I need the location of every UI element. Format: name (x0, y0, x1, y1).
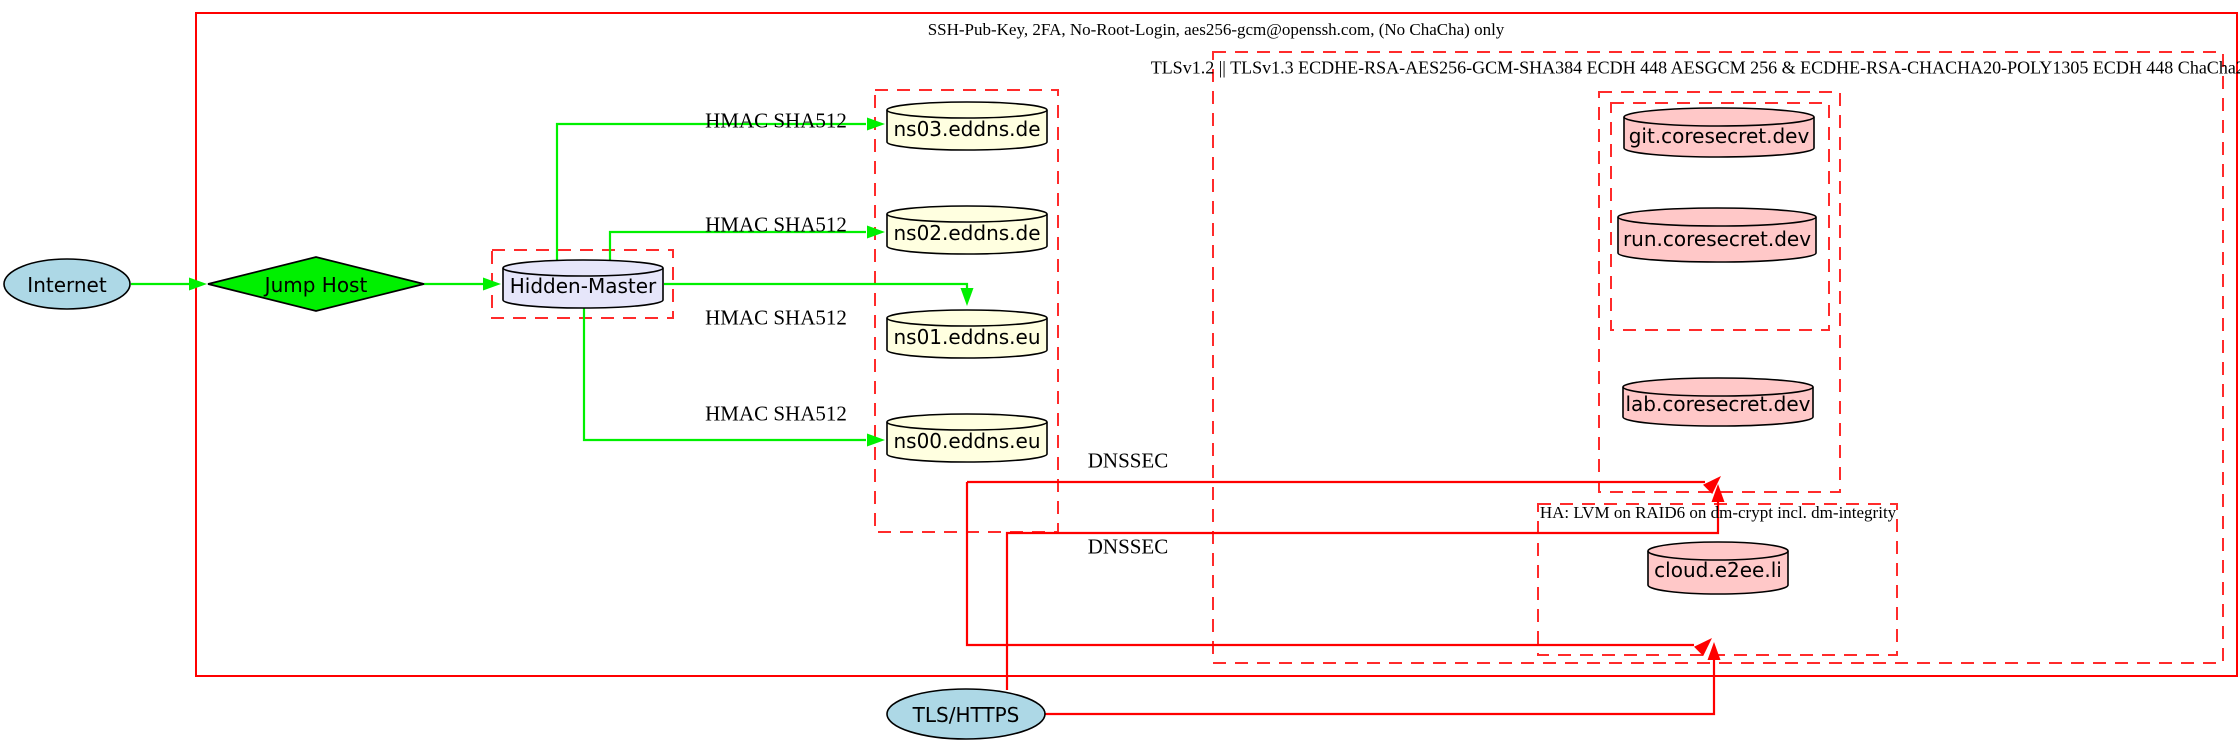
arrowhead-into-ns01 (960, 288, 974, 306)
run-label: run.coresecret.dev (1622, 227, 1812, 251)
ns03-cylinder (886, 101, 1048, 151)
edge-hiddenmaster-ns03 (555, 122, 866, 261)
ns03-cylinder-body (886, 101, 1048, 151)
run-cylinder (1617, 207, 1817, 263)
hidden-master-cylinder (502, 259, 664, 309)
ns01-label: ns01.eddns.eu (893, 325, 1041, 349)
run-cylinder-body (1617, 207, 1817, 263)
arrowhead-into-coresecret-cluster-1 (1703, 476, 1721, 494)
internet-node (3, 258, 131, 310)
git-label: git.coresecret.dev (1628, 124, 1810, 148)
edge-hiddenmaster-ns00 (582, 308, 866, 442)
ns01-cylinder (886, 309, 1048, 359)
hidden-master-cylinder-lid (502, 267, 664, 277)
cloud-cylinder (1647, 541, 1789, 595)
ns03-label: ns03.eddns.de (893, 117, 1041, 141)
arrowhead-into-jumphost (189, 277, 207, 291)
arrowhead-into-ha-cluster-1 (1694, 638, 1712, 656)
dnssec-label-2: DNSSEC (1087, 534, 1169, 559)
outer-security-cluster-box (195, 12, 2238, 677)
red-edges (965, 480, 1720, 716)
cloud-label: cloud.e2ee.li (1654, 558, 1782, 582)
lab-cylinder (1622, 377, 1814, 427)
ns00-cylinder (886, 413, 1048, 463)
ns00-cylinder-lid (886, 421, 1048, 431)
tls-https-label: TLS/HTTPS (912, 703, 1020, 727)
ns01-cylinder-body (886, 309, 1048, 359)
dnssec-label-1: DNSSEC (1087, 448, 1169, 473)
tls-policy-cluster-label: TLSv1.2 || TLSv1.3 ECDHE-RSA-AES256-GCM-… (1150, 57, 2240, 78)
tls-cluster-box (1212, 51, 2224, 664)
hidden-master-label: Hidden-Master (509, 274, 657, 298)
ns00-cylinder-body (886, 413, 1048, 463)
edge-dnssec-to-ha (965, 482, 1694, 647)
jump-host-label: Jump Host (264, 273, 368, 297)
ns01-cylinder-lid (886, 317, 1048, 327)
git-cylinder-lid (1623, 116, 1815, 127)
hidden-master-cylinder-body (502, 259, 664, 309)
green-arrowheads (189, 117, 974, 447)
ns03-cylinder-lid (886, 109, 1048, 119)
ssh-policy-cluster-label: SSH-Pub-Key, 2FA, No-Root-Login, aes256-… (927, 20, 1505, 39)
edge-tls-to-coresecret (1005, 500, 1720, 690)
ha-cluster-label: HA: LVM on RAID6 on dm-crypt incl. dm-in… (1539, 503, 1897, 522)
lab-label: lab.coresecret.dev (1625, 392, 1811, 416)
coresecret-cluster-inner-box (1610, 102, 1830, 331)
arrowhead-into-ns02 (867, 225, 885, 239)
edge-hiddenmaster-ns01 (664, 282, 969, 289)
hmac-label-2: HMAC SHA512 (705, 212, 847, 237)
jump-host-node (207, 256, 425, 312)
ns02-cylinder-body (886, 205, 1048, 255)
cloud-cylinder-body (1647, 541, 1789, 595)
ns02-cylinder (886, 205, 1048, 255)
coresecret-cluster-outer-box (1598, 91, 1841, 493)
run-cylinder-lid (1617, 216, 1817, 227)
cloud-cylinder-lid (1647, 550, 1789, 561)
tls-https-node (886, 688, 1046, 740)
lab-cylinder-body (1622, 377, 1814, 427)
hmac-label-3: HMAC SHA512 (705, 305, 847, 330)
hmac-label-4: HMAC SHA512 (705, 401, 847, 426)
git-cylinder (1623, 107, 1815, 158)
arrowhead-into-hiddenmaster (483, 277, 501, 291)
hmac-label-1: HMAC SHA512 (705, 108, 847, 133)
arrowhead-into-ns00 (867, 433, 885, 447)
green-edges (131, 122, 969, 442)
arrowhead-into-coresecret-cluster-2 (1711, 484, 1725, 502)
internet-label: Internet (27, 273, 107, 297)
git-cylinder-body (1623, 107, 1815, 158)
edge-hiddenmaster-ns02 (608, 230, 866, 261)
arrowhead-into-ha-cluster-2 (1707, 642, 1721, 660)
red-arrowheads (1694, 476, 1725, 660)
ns02-cylinder-lid (886, 213, 1048, 223)
lab-cylinder-lid (1622, 386, 1814, 397)
arrowhead-into-ns03 (867, 117, 885, 131)
ns00-label: ns00.eddns.eu (893, 429, 1041, 453)
ns02-label: ns02.eddns.de (893, 221, 1041, 245)
edge-tls-to-ha (1045, 659, 1716, 716)
